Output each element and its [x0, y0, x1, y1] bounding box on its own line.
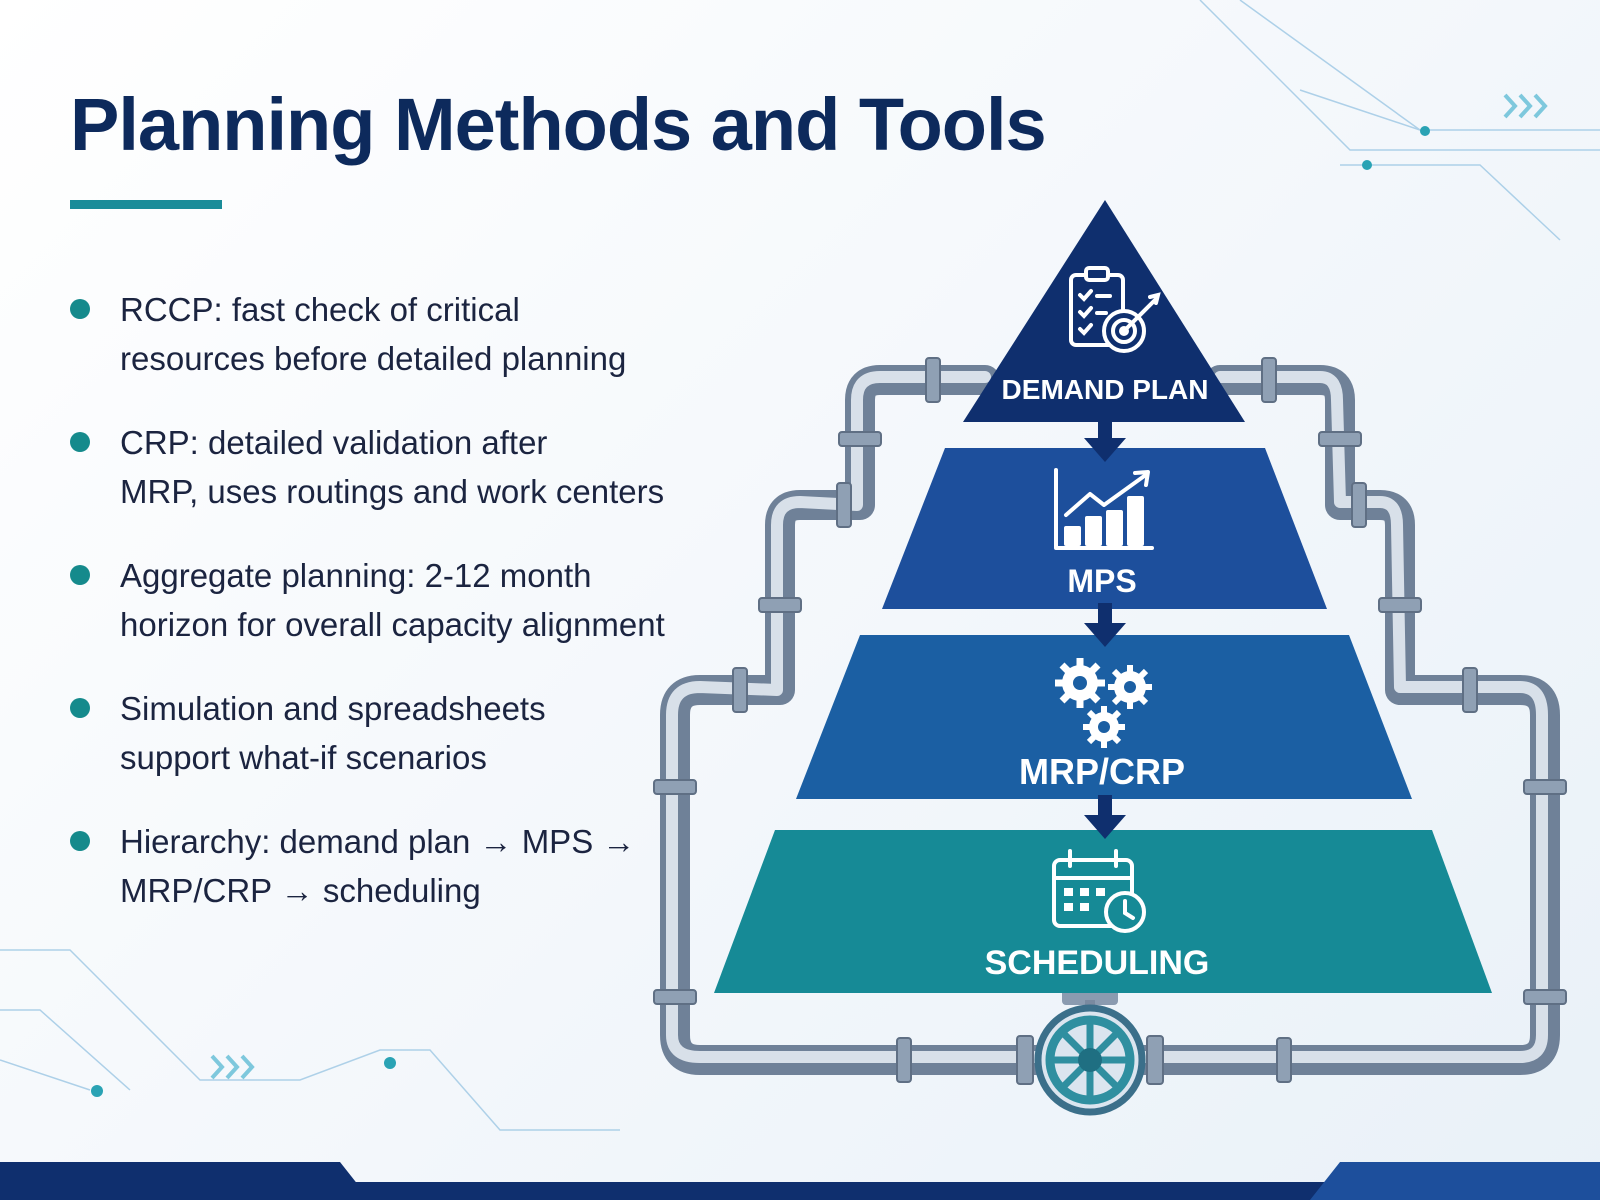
bullet-text-line: support what-if scenarios — [120, 739, 487, 776]
bullet-text-line: horizon for overall capacity alignment — [120, 606, 665, 643]
bullet-text-line: MRP, uses routings and work centers — [120, 473, 665, 510]
gears-icon — [1055, 658, 1152, 748]
bullet-item: Hierarchy: demand plan → MPS → MRP/CRP →… — [70, 817, 635, 915]
tier-label-demand-plan: DEMAND PLAN — [1002, 374, 1209, 405]
bullet-item: RCCP: fast check of critical resources b… — [70, 285, 626, 383]
bullet-item: Simulation and spreadsheets support what… — [70, 684, 546, 782]
page-title: Planning Methods and Tools — [70, 83, 1047, 166]
arrow-down-icon — [1084, 795, 1126, 839]
bullet-text-line: MRP/CRP → scheduling — [120, 872, 481, 909]
bullet-dot — [70, 831, 90, 851]
bullet-text-line: Hierarchy: demand plan → MPS → — [120, 823, 636, 860]
bullet-dot — [70, 432, 90, 452]
bullet-text-line: RCCP: fast check of critical — [120, 291, 520, 328]
arrow-down-icon — [1084, 603, 1126, 647]
bullet-text-line: resources before detailed planning — [120, 340, 627, 377]
tier-label-mrp-crp: MRP/CRP — [1019, 751, 1185, 792]
bullet-item: Aggregate planning: 2-12 month horizon f… — [70, 551, 665, 649]
bullet-dot — [70, 299, 90, 319]
bullet-text-line: Simulation and spreadsheets — [120, 690, 546, 727]
footer-band — [0, 1162, 1600, 1200]
tier-mps — [882, 448, 1327, 609]
bullet-dot — [70, 698, 90, 718]
bar-chart-growth-icon — [1054, 468, 1154, 550]
arrow-down-icon — [1084, 418, 1126, 462]
valve-wheel-icon — [1034, 975, 1146, 1116]
clipboard-target-icon — [1069, 266, 1161, 353]
bullet-dot — [70, 565, 90, 585]
title-underline — [70, 200, 222, 209]
calendar-clock-icon — [1052, 849, 1146, 933]
tier-label-scheduling: SCHEDULING — [985, 944, 1210, 982]
bullet-text-line: Aggregate planning: 2-12 month — [120, 557, 592, 594]
tier-scheduling — [714, 830, 1492, 993]
bullet-item: CRP: detailed validation after MRP, uses… — [70, 418, 664, 516]
bullet-text-line: CRP: detailed validation after — [120, 424, 548, 461]
tier-label-mps: MPS — [1067, 563, 1136, 599]
